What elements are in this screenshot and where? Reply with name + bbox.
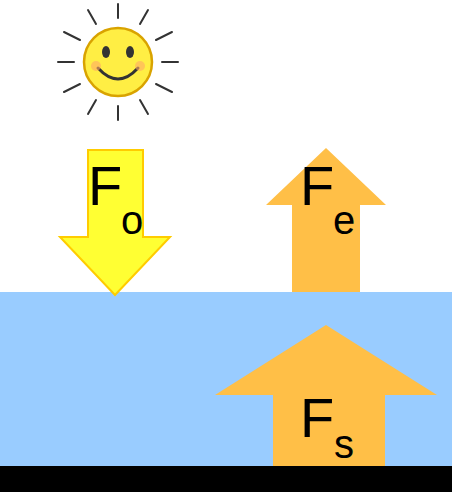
flux-symbol: F <box>300 158 334 214</box>
water-layer <box>0 292 452 466</box>
flux-symbol: F <box>300 390 334 446</box>
surface-flux-arrow <box>215 325 437 466</box>
flux-symbol: F <box>88 158 122 214</box>
flux-subscript: o <box>121 200 143 240</box>
flux-subscript: s <box>334 424 354 464</box>
emitted-flux-arrow <box>266 148 386 292</box>
sun <box>58 4 178 120</box>
ground-bar <box>0 466 452 492</box>
incoming-flux-arrow <box>60 150 170 295</box>
flux-subscript: e <box>333 200 355 240</box>
